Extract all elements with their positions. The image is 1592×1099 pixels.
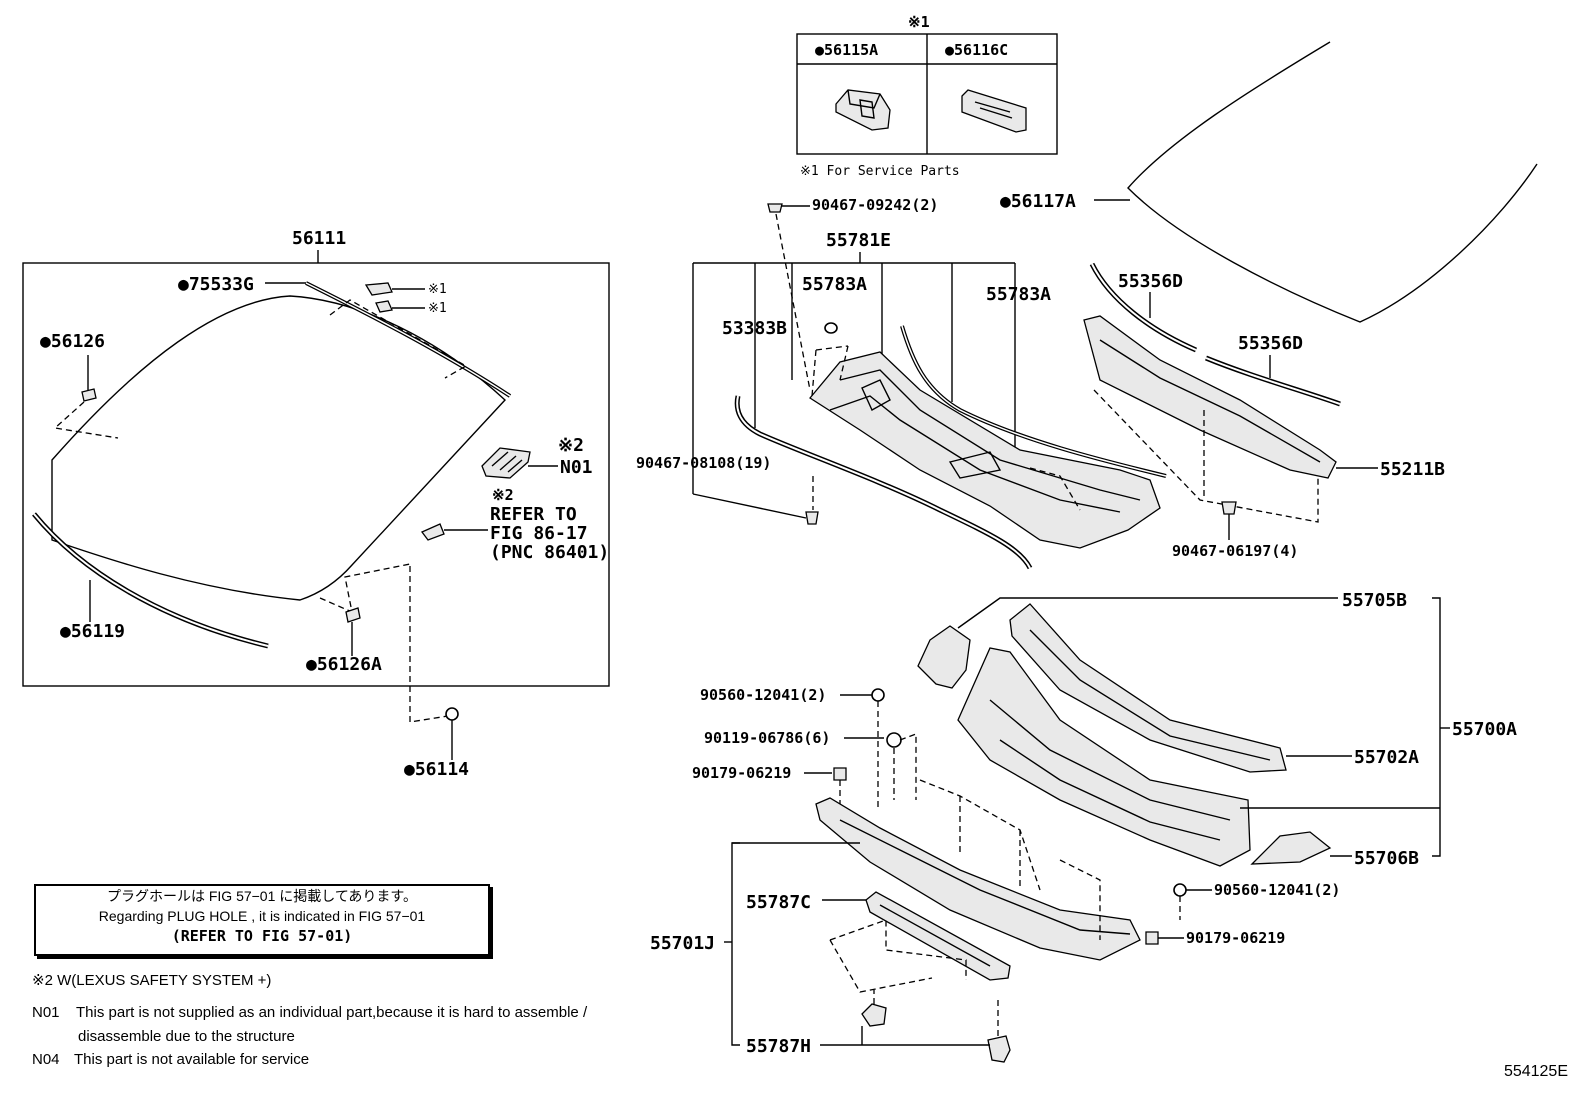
upper-glass-group: ●56117A 55356D 55356D 55211B 90467-06197… [1000, 41, 1538, 560]
member-55702A [1009, 603, 1287, 773]
part-90467-06197-label[interactable]: 90467-06197(4) [1172, 542, 1298, 560]
part-56115A-label[interactable]: ●56115A [815, 41, 878, 59]
part-90119-06786-label[interactable]: 90119-06786(6) [704, 729, 830, 747]
camera-bracket-N01 [481, 447, 531, 479]
clip-part-b [375, 300, 393, 313]
footnote-mark2: ※2 W(LEXUS SAFETY SYSTEM +) [32, 972, 272, 989]
part-55787H-label[interactable]: 55787H [746, 1036, 811, 1057]
part-56116C-drawing [961, 89, 1027, 133]
windshield-group: 56111 ●75533G ※1 ※1 ●56126 ※2 N01 [22, 228, 610, 780]
panel-55211B [1083, 315, 1337, 479]
clip-55787H-b [987, 1035, 1011, 1063]
figure-number: 554125E [1503, 1063, 1568, 1080]
bolt-90119-06786 [886, 732, 902, 748]
part-55211B-label[interactable]: 55211B [1380, 459, 1445, 480]
part-55702A-label[interactable]: 55702A [1354, 747, 1419, 768]
part-90179-06219-label-b[interactable]: 90179-06219 [1186, 929, 1285, 947]
cowl-assembly-group: 55705B 55702A 55706B 55700A 90560-12041(… [650, 590, 1517, 1063]
part-55706B-label[interactable]: 55706B [1354, 848, 1419, 869]
clip-90467-08108-drawing [805, 511, 819, 525]
part-56114-label[interactable]: ●56114 [404, 759, 469, 780]
part-56114-drawing [445, 707, 459, 721]
nut-90179-06219-b [1145, 931, 1159, 945]
service-parts-box: ※1 ●56115A ●56116C ※1 For Service Parts [796, 13, 1058, 179]
clip-55787H-a [861, 1003, 887, 1027]
plug-hole-note: プラグホールは FIG 57−01 に掲載してあります。 Regarding P… [34, 884, 490, 956]
clip-90467-06197-drawing [1221, 501, 1237, 515]
refer-fig-link[interactable]: FIG 86-17 [490, 523, 588, 544]
bracket-55706B [1250, 831, 1332, 865]
part-55705B-label[interactable]: 55705B [1342, 590, 1407, 611]
part-N01-label[interactable]: N01 [560, 457, 593, 478]
part-56111-label[interactable]: 56111 [292, 228, 346, 249]
refer-marker: ※2 [492, 486, 514, 504]
part-55356D-label-2[interactable]: 55356D [1238, 333, 1303, 354]
windshield-glass [51, 295, 506, 601]
part-75533G-label[interactable]: ●75533G [178, 274, 254, 295]
marker-1a: ※1 [428, 282, 447, 297]
part-55783A-label-1[interactable]: 55783A [802, 274, 867, 295]
marker-2a: ※2 [558, 435, 584, 456]
footnote-n01-code: N01 [32, 1004, 60, 1021]
bracket-55705B [917, 625, 971, 689]
nut-90179-06219-a [833, 767, 847, 781]
panel-55787C [865, 891, 1011, 981]
part-90560-12041-label-a[interactable]: 90560-12041(2) [700, 686, 826, 704]
refer-to-text: REFER TO [490, 504, 577, 525]
part-56117A-label[interactable]: ●56117A [1000, 191, 1076, 212]
part-56115A-drawing [835, 89, 891, 131]
part-90560-12041-label-b[interactable]: 90560-12041(2) [1214, 881, 1340, 899]
part-90467-08108-label[interactable]: 90467-08108(19) [636, 454, 771, 472]
plug-hole-note-line3[interactable]: (REFER TO FIG 57-01) [171, 927, 353, 945]
service-parts-caption: ※1 For Service Parts [800, 164, 960, 179]
cowl-ventilator-group: 90467-09242(2) 55781E 55783A 55783A 5338… [636, 196, 1167, 570]
part-55783A-drawing-1 [824, 322, 838, 334]
footnote-n04-code: N04 [32, 1051, 60, 1068]
top-molding-75533G [305, 281, 512, 398]
footnote-n01-text2: disassemble due to the structure [78, 1028, 295, 1045]
part-55781E-label[interactable]: 55781E [826, 230, 891, 251]
plug-hole-note-line1: プラグホールは FIG 57−01 に掲載してあります。 [106, 888, 418, 904]
part-53383B-label[interactable]: 53383B [722, 318, 787, 339]
part-55356D-label-1[interactable]: 55356D [1118, 271, 1183, 292]
plug-hole-note-line2: Regarding PLUG HOLE , it is indicated in… [98, 908, 426, 924]
part-90179-06219-label-a[interactable]: 90179-06219 [692, 764, 791, 782]
lower-panel-55701J [815, 797, 1141, 961]
glass-56117A [1127, 41, 1538, 323]
footnote-n01-text1: This part is not supplied as an individu… [76, 1004, 588, 1021]
marker-1b: ※1 [428, 301, 447, 316]
bolt-90560-12041-b [1173, 883, 1187, 897]
cowl-panel-main [957, 647, 1251, 867]
part-55700A-label[interactable]: 55700A [1452, 719, 1517, 740]
part-55787C-label[interactable]: 55787C [746, 892, 811, 913]
bolt-90560-12041-a [871, 688, 885, 702]
sensor-part-drawing [420, 523, 445, 541]
service-parts-marker: ※1 [908, 13, 930, 31]
part-56126A-label[interactable]: ●56126A [306, 654, 382, 675]
part-90467-09242-label[interactable]: 90467-09242(2) [812, 196, 938, 214]
part-56116C-label[interactable]: ●56116C [945, 41, 1008, 59]
part-56126-drawing [81, 388, 97, 402]
part-55783A-label-2[interactable]: 55783A [986, 284, 1051, 305]
part-56126-label[interactable]: ●56126 [40, 331, 105, 352]
part-56126A-drawing [345, 607, 361, 623]
footnote-n04-text: This part is not available for service [74, 1051, 310, 1068]
clip-part-a [364, 282, 393, 296]
part-55701J-label[interactable]: 55701J [650, 933, 715, 954]
part-56119-label[interactable]: ●56119 [60, 621, 125, 642]
clip-90467-09242-drawing [767, 203, 783, 213]
refer-pnc-text: (PNC 86401) [490, 542, 609, 563]
